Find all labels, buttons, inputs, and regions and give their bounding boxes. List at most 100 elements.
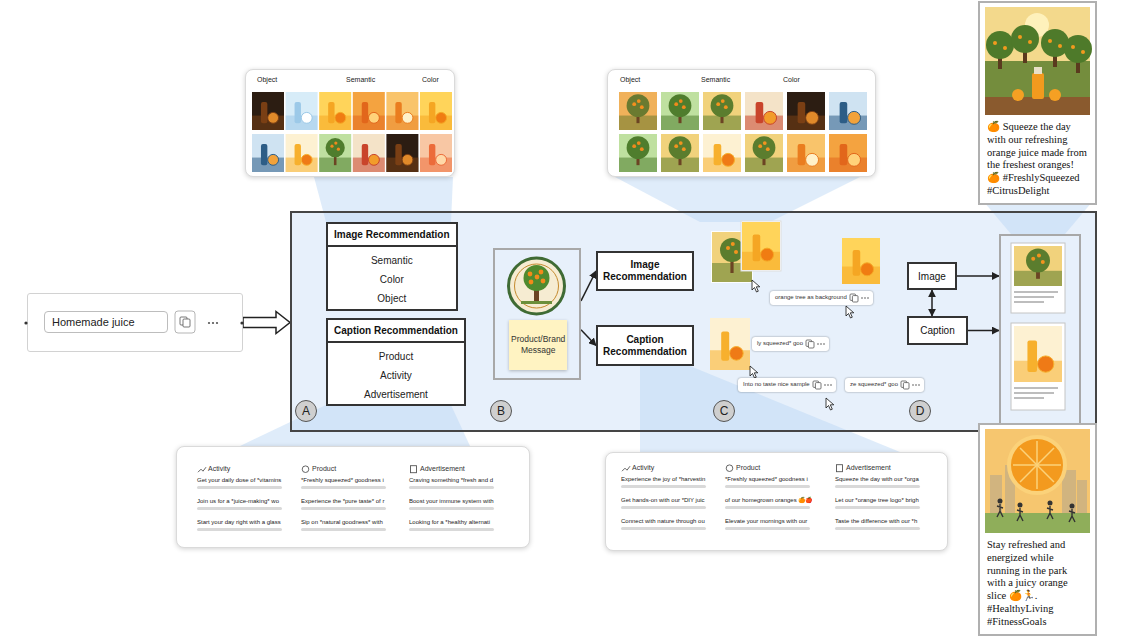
node-text: Product/Brand Message: [511, 334, 565, 355]
graphic-circle: [1018, 35, 1022, 39]
cursor-icon: [752, 280, 760, 292]
graphic-path: [1017, 508, 1023, 521]
graphic-rect: [621, 527, 706, 530]
process-box: Image: [907, 262, 957, 290]
graphic-line: [1020, 448, 1054, 482]
graphic-rect: [1014, 387, 1058, 389]
thumbnail-image: [787, 134, 825, 172]
graphic-circle: [1058, 44, 1062, 48]
graphic-circle: [640, 147, 644, 151]
graphic-rect: [853, 250, 861, 276]
output-group: [999, 234, 1081, 425]
callout-wedge: [984, 202, 1092, 234]
graphic-rect: [1014, 392, 1054, 394]
graphic-rect: [835, 485, 920, 488]
graphic-circle: [761, 248, 774, 261]
graphic-rect: [420, 92, 452, 130]
thumbnail-image: [252, 92, 284, 130]
graphic-circle: [730, 347, 744, 361]
thumbnail-image: [703, 134, 741, 172]
graphic-circle: [726, 246, 730, 250]
thumbnail-image: [319, 134, 351, 172]
graphic-circle: [861, 263, 874, 276]
graphic-rect: [1014, 301, 1044, 303]
thumbnail-image: [661, 134, 699, 172]
graphic-rect: [835, 506, 920, 509]
graphic-circle: [524, 265, 550, 291]
thumbnail-image: [420, 92, 452, 130]
graphic-rect: [301, 528, 386, 531]
graphic-circle: [368, 112, 379, 123]
graphic-rect: [411, 466, 417, 473]
node-text: Experience the *pure taste* of r: [301, 498, 409, 505]
thumbnail-image: [745, 92, 783, 130]
graphic-rect: [1011, 323, 1065, 410]
graphic-circle: [1026, 248, 1050, 272]
graphic-circle: [212, 322, 214, 324]
graphic-rect: [261, 102, 267, 123]
graphic-circle: [824, 384, 826, 386]
node-text: Elevate your mornings with our: [725, 518, 835, 525]
graphic-rect: [1032, 73, 1044, 99]
graphic-rect: [1014, 326, 1062, 382]
graphic-circle: [867, 297, 869, 299]
graphic-circle: [763, 141, 767, 145]
graphic-circle: [637, 99, 641, 103]
graphic-rect: [985, 513, 1090, 533]
node-text: Taste the difference with our *h: [835, 518, 937, 525]
thumbnail-image: [842, 238, 880, 284]
graphic-circle: [330, 145, 333, 148]
graphic-circle: [515, 264, 559, 308]
graphic-circle: [823, 343, 825, 345]
graphic-rect: [703, 134, 741, 172]
graphic-rect: [985, 97, 1090, 115]
graphic-rect: [183, 319, 190, 327]
thumbnail-image: [353, 92, 385, 130]
node-text: Advertisement: [835, 464, 937, 472]
graphic-rect: [710, 318, 750, 370]
graphic-rect: [742, 222, 780, 270]
cursor-icon: [846, 306, 854, 318]
graphic-circle: [674, 144, 678, 148]
graphic-circle: [766, 147, 770, 151]
brand-message-note: Product/Brand Message: [509, 320, 567, 370]
graphic-rect: [745, 92, 783, 130]
graphic-rect: [1034, 67, 1042, 74]
graphic-circle: [998, 499, 1003, 504]
node-text: Into no taste nice sample: [743, 381, 810, 389]
thumbnail-image: [1014, 246, 1062, 286]
brand-group: Product/Brand Message: [493, 248, 581, 380]
node-text: ze squeezed* goo: [850, 381, 898, 389]
graphic-rect: [295, 102, 301, 123]
graphic-circle: [722, 153, 735, 166]
graphic-circle: [1049, 89, 1061, 101]
graphic-circle: [724, 105, 728, 109]
node-text: Activity: [328, 366, 464, 385]
graphic-circle: [1081, 50, 1085, 54]
graphic-rect: [725, 485, 810, 488]
graphic-rect: [721, 332, 729, 361]
graphic-circle: [918, 384, 920, 386]
graphic-circle: [334, 142, 337, 145]
node-text: ly squeezed* goo: [757, 340, 803, 348]
graphic-circle: [679, 99, 683, 103]
callout-wedge: [240, 405, 470, 446]
graphic-rect: [619, 134, 657, 172]
node-text: orange tree as background: [775, 294, 847, 302]
node-text: Image Recommendation: [328, 224, 456, 247]
node-text: Homemade juice: [44, 311, 168, 333]
graphic-circle: [1038, 356, 1054, 372]
graphic-circle: [726, 465, 733, 472]
graphic-rect: [787, 134, 825, 172]
graphic-circle: [915, 384, 917, 386]
graphic-circle: [817, 343, 819, 345]
graphic-rect: [753, 234, 761, 261]
graphic-rect: [619, 92, 657, 130]
graphic-circle: [682, 147, 686, 151]
graphic-rect: [429, 144, 435, 165]
graphic-rect: [621, 506, 706, 509]
graphic-path: [622, 466, 630, 471]
thumbnail-image: [787, 92, 825, 130]
graphic-circle: [716, 102, 720, 106]
